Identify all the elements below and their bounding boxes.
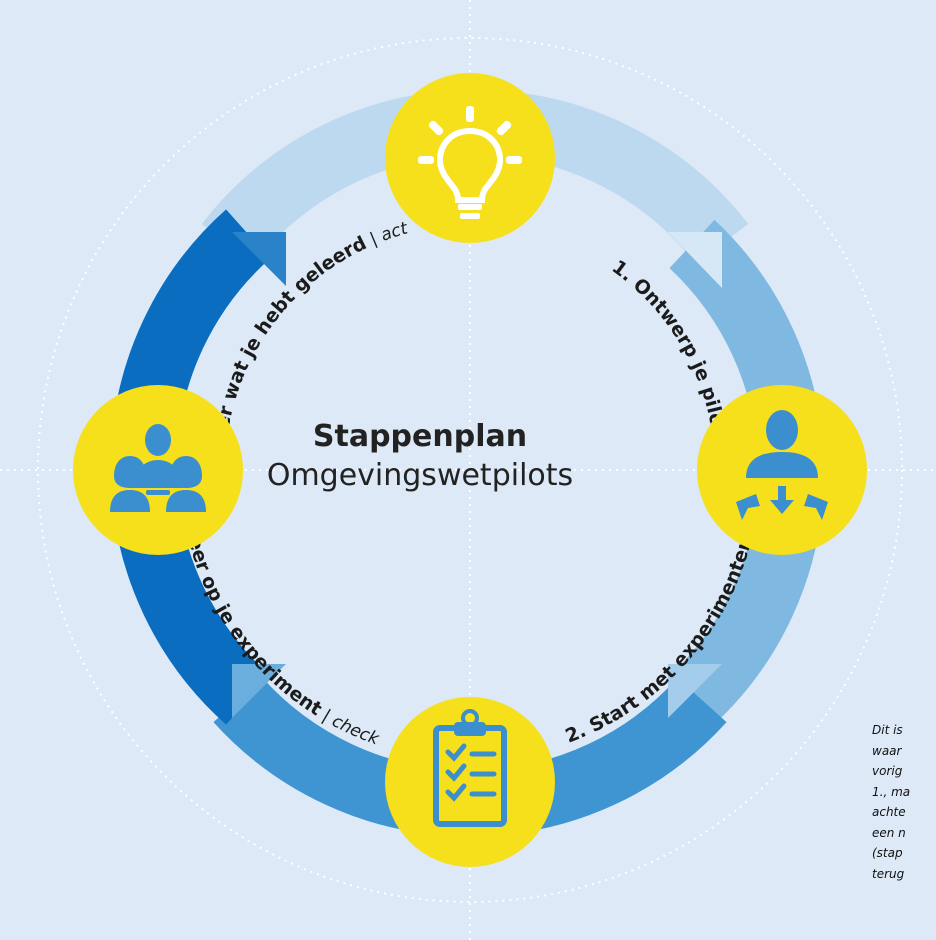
- outer-guide-circle: [37, 37, 903, 903]
- note-line: (stap: [872, 846, 903, 860]
- diagram-title: Stappenplan Omgevingswetpilots: [250, 418, 590, 496]
- title-subtitle: Omgevingswetpilots: [266, 458, 574, 493]
- arrow-head-step4: [232, 232, 286, 286]
- note-line: Dit is: [872, 723, 903, 737]
- arrow-head-step3: [232, 664, 286, 718]
- side-note: Dit is waar vorig 1., ma achte een n (st…: [872, 720, 936, 884]
- note-line: 1., ma: [872, 784, 911, 799]
- note-line: terug: [872, 866, 905, 881]
- note-line: waar: [872, 743, 902, 758]
- note-line: achte: [872, 805, 906, 819]
- checklist-icon: [433, 709, 507, 827]
- note-line: een n: [872, 825, 906, 840]
- person-distribute-icon: [736, 410, 828, 520]
- step4-badge: [73, 385, 243, 555]
- arrow-head-step2: [668, 664, 722, 718]
- step2-badge: [697, 385, 867, 555]
- step1-badge: [385, 73, 555, 243]
- group-meeting-icon: [110, 424, 206, 512]
- step3-badge: [385, 697, 555, 867]
- note-line: vorig: [872, 764, 903, 778]
- arrow-head-step1: [668, 232, 722, 288]
- title-bold: Stappenplan: [312, 419, 528, 454]
- lightbulb-icon: [418, 106, 522, 219]
